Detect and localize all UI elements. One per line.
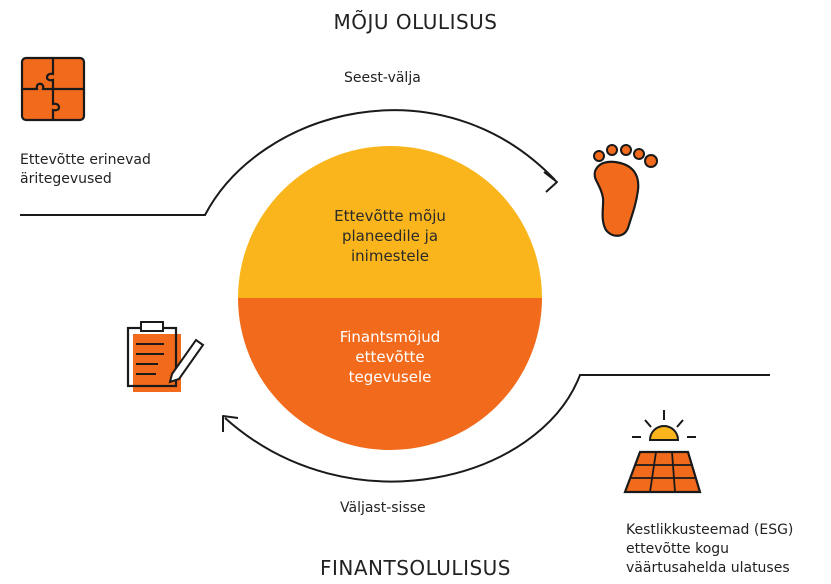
- business-activities-line-2: äritegevused: [20, 171, 112, 187]
- esg-topics-label: Kestlikkusteemad (ESG) ettevõtte kogu vä…: [626, 521, 793, 578]
- financial-materiality-title: FINANTSOLULISUS: [319, 556, 511, 580]
- circle-bottom-text: Finantsmõjud ettevõtte tegevusele: [300, 327, 480, 387]
- business-activities-line-1: Ettevõtte erinevad: [20, 152, 151, 168]
- circle-bottom-line-3: tegevusele: [348, 368, 432, 386]
- esg-topics-line-1: Kestlikkusteemad (ESG): [626, 522, 794, 538]
- circle-top-line-1: Ettevõtte mõju: [334, 207, 446, 225]
- circle-bottom-line-2: ettevõtte: [355, 348, 425, 366]
- circle-top-text: Ettevõtte mõju planeedile ja inimestele: [300, 206, 480, 266]
- esg-topics-line-2: ettevõtte kogu: [626, 541, 730, 557]
- outward-arc: [20, 109, 556, 216]
- central-circle: [238, 146, 542, 450]
- impact-materiality-title: MÕJU OLULISUS: [333, 10, 498, 34]
- inward-arc: [224, 374, 770, 483]
- circle-top-line-3: inimestele: [350, 247, 429, 265]
- outside-in-label: Väljast-sisse: [340, 500, 426, 516]
- inward-arrowhead: [222, 415, 239, 432]
- esg-topics-line-3: väärtusahelda ulatuses: [626, 560, 790, 576]
- outward-arrowhead: [543, 171, 558, 193]
- business-activities-label: Ettevõtte erinevad äritegevused: [20, 151, 151, 189]
- document-pen-icon: [126, 321, 205, 392]
- solar-panel-icon: [623, 410, 702, 494]
- circle-bottom-line-1: Finantsmõjud: [339, 328, 441, 346]
- footprint-icon: [593, 144, 658, 237]
- circle-top-line-2: planeedile ja: [341, 227, 439, 245]
- circle-bottom-half: [238, 298, 542, 450]
- puzzle-icon: [20, 56, 86, 122]
- circle-top-half: [238, 146, 542, 298]
- inside-out-label: Seest-välja: [344, 70, 421, 86]
